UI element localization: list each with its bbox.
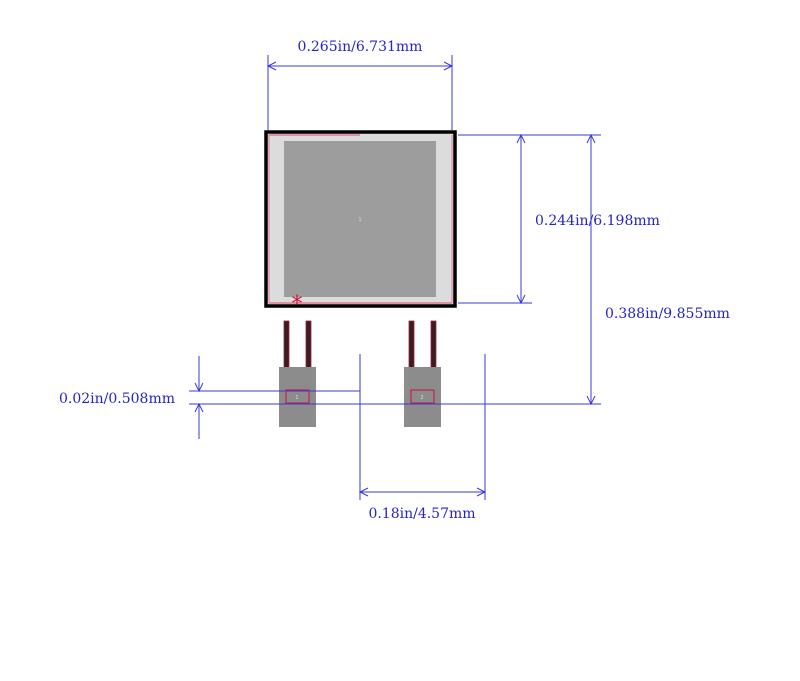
thermal-pad xyxy=(284,141,436,297)
dimension-body-height: 0.244in/6.198mm xyxy=(458,133,660,305)
center-label: 1 xyxy=(358,217,361,223)
lead-1a xyxy=(283,320,290,372)
pad-1: 1 xyxy=(279,367,316,427)
pad-2-label: 2 xyxy=(420,395,423,401)
dimension-total-height: 0.388in/9.855mm xyxy=(360,133,730,406)
dimension-body-height-label: 0.244in/6.198mm xyxy=(535,213,660,229)
dimension-pitch: 0.18in/4.57mm xyxy=(358,354,487,522)
body-outline xyxy=(264,130,457,308)
pin1-marker: * xyxy=(292,292,303,317)
lead-1b xyxy=(305,320,312,372)
dimension-width-label: 0.265in/6.731mm xyxy=(298,39,423,55)
dimension-pitch-label: 0.18in/4.57mm xyxy=(368,506,475,522)
package-body: 1 * xyxy=(264,130,457,317)
dimension-width: 0.265in/6.731mm xyxy=(266,39,454,130)
pad-1-label: 1 xyxy=(295,395,298,401)
dimension-pad-offset-label: 0.02in/0.508mm xyxy=(59,391,175,407)
dimension-pad-offset: 0.02in/0.508mm xyxy=(59,356,360,439)
pad-2-keepout xyxy=(410,389,435,404)
pad-1-copper xyxy=(279,367,316,427)
dimension-total-height-label: 0.388in/9.855mm xyxy=(605,306,730,322)
pad-2: 2 xyxy=(404,367,441,427)
lead-2b xyxy=(430,320,437,372)
pad-2-copper xyxy=(404,367,441,427)
lead-2a xyxy=(408,320,415,372)
pad-1-keepout xyxy=(285,389,310,404)
